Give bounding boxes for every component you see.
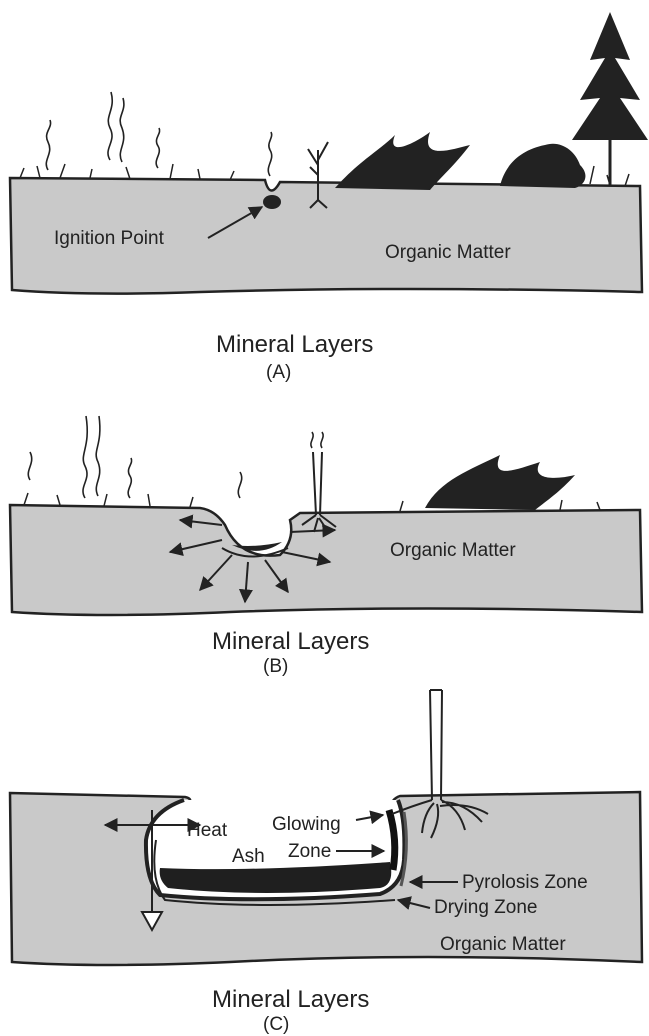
organic-matter-label-a: Organic Matter (385, 242, 511, 263)
flames-b (425, 455, 575, 510)
organic-matter-label-c: Organic Matter (440, 934, 566, 955)
ignition-point-label: Ignition Point (54, 228, 165, 249)
glowing-label: Glowing (272, 814, 341, 835)
panel-a-title: Mineral Layers (216, 331, 373, 358)
ember-ignition (263, 195, 281, 209)
panel-a: Ignition Point Organic Matter Mineral La… (10, 12, 648, 383)
drying-zone-label: Drying Zone (434, 897, 538, 918)
smoke-wisps-b (28, 416, 323, 498)
smoke-wisps-a (46, 92, 271, 176)
ash-label: Ash (232, 846, 265, 867)
panel-c-sublabel: (C) (263, 1014, 289, 1035)
panel-b: Organic Matter Mineral Layers (B) (10, 416, 642, 677)
panel-b-sublabel: (B) (263, 656, 288, 677)
panel-c: Heat Glowing Zone Ash Pyrolosis Zone Dry… (10, 690, 642, 1035)
soil-layer-b (10, 505, 642, 615)
panel-a-sublabel: (A) (266, 362, 291, 383)
panel-c-title: Mineral Layers (212, 986, 369, 1013)
organic-matter-label-b: Organic Matter (390, 540, 516, 561)
tree-a (572, 12, 648, 186)
panel-b-title: Mineral Layers (212, 628, 369, 655)
zone-label: Zone (288, 841, 331, 862)
heat-label: Heat (187, 820, 228, 841)
flames-a (335, 132, 585, 190)
pyrolosis-zone-label: Pyrolosis Zone (462, 872, 588, 893)
